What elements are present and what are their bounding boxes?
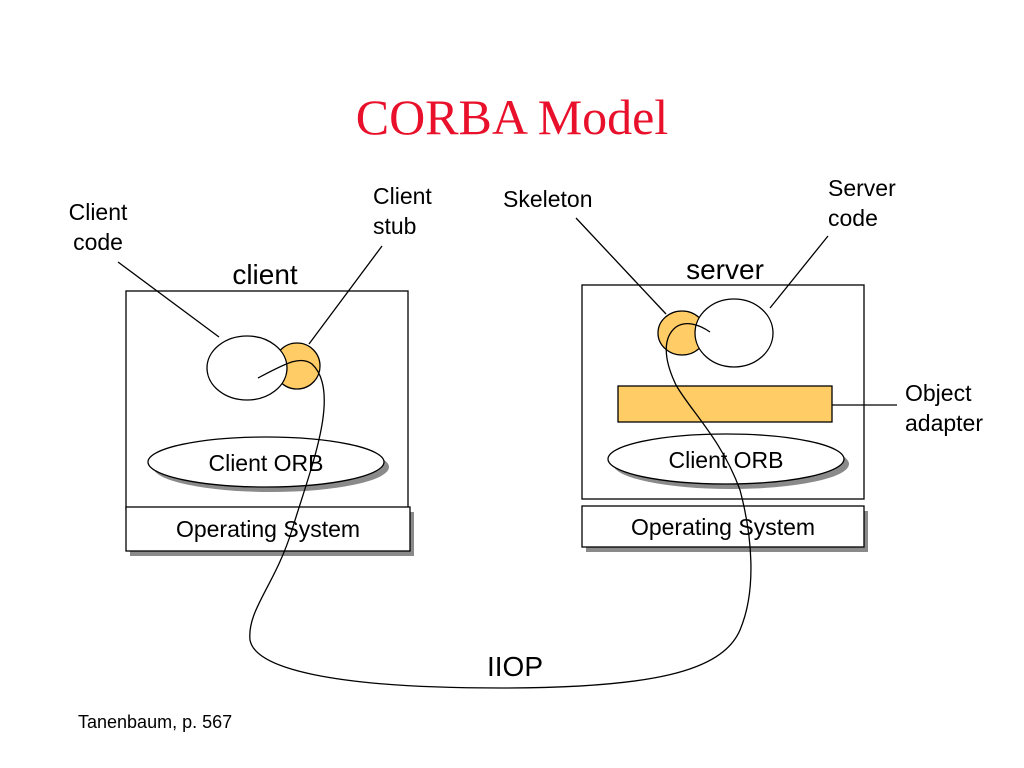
server-os-box <box>581 505 865 548</box>
server-machine-label: server <box>686 254 764 285</box>
client-os-box <box>125 506 411 552</box>
iiop-label: IIOP <box>486 651 543 682</box>
server-code-shape <box>694 298 774 368</box>
client-code-pointer <box>117 261 220 338</box>
object-adapter-bar <box>617 385 833 423</box>
slide-title: CORBA Model <box>355 89 669 145</box>
server-orb-label: Client ORB <box>668 447 784 473</box>
object-adapter-label: Object adapter <box>905 380 984 436</box>
client-orb-ellipse <box>147 436 385 488</box>
client-stub-label: Client stub <box>373 183 432 239</box>
iiop-invocation-path <box>249 323 752 689</box>
client-orb-label: Client ORB <box>208 450 324 476</box>
footer-citation: Tanenbaum, p. 567 <box>78 712 233 732</box>
client-stub-pointer <box>308 245 383 345</box>
server-os-label: Operating System <box>630 514 816 540</box>
server-code-pointer <box>769 235 829 309</box>
client-os-label: Operating System <box>175 516 361 542</box>
client-code-label: Client code <box>68 199 128 255</box>
client-code-shape <box>206 335 288 401</box>
skeleton-label: Skeleton <box>503 186 593 212</box>
server-code-label: Server code <box>828 175 896 231</box>
client-machine-label: client <box>232 259 298 290</box>
skeleton-pointer <box>575 217 667 315</box>
